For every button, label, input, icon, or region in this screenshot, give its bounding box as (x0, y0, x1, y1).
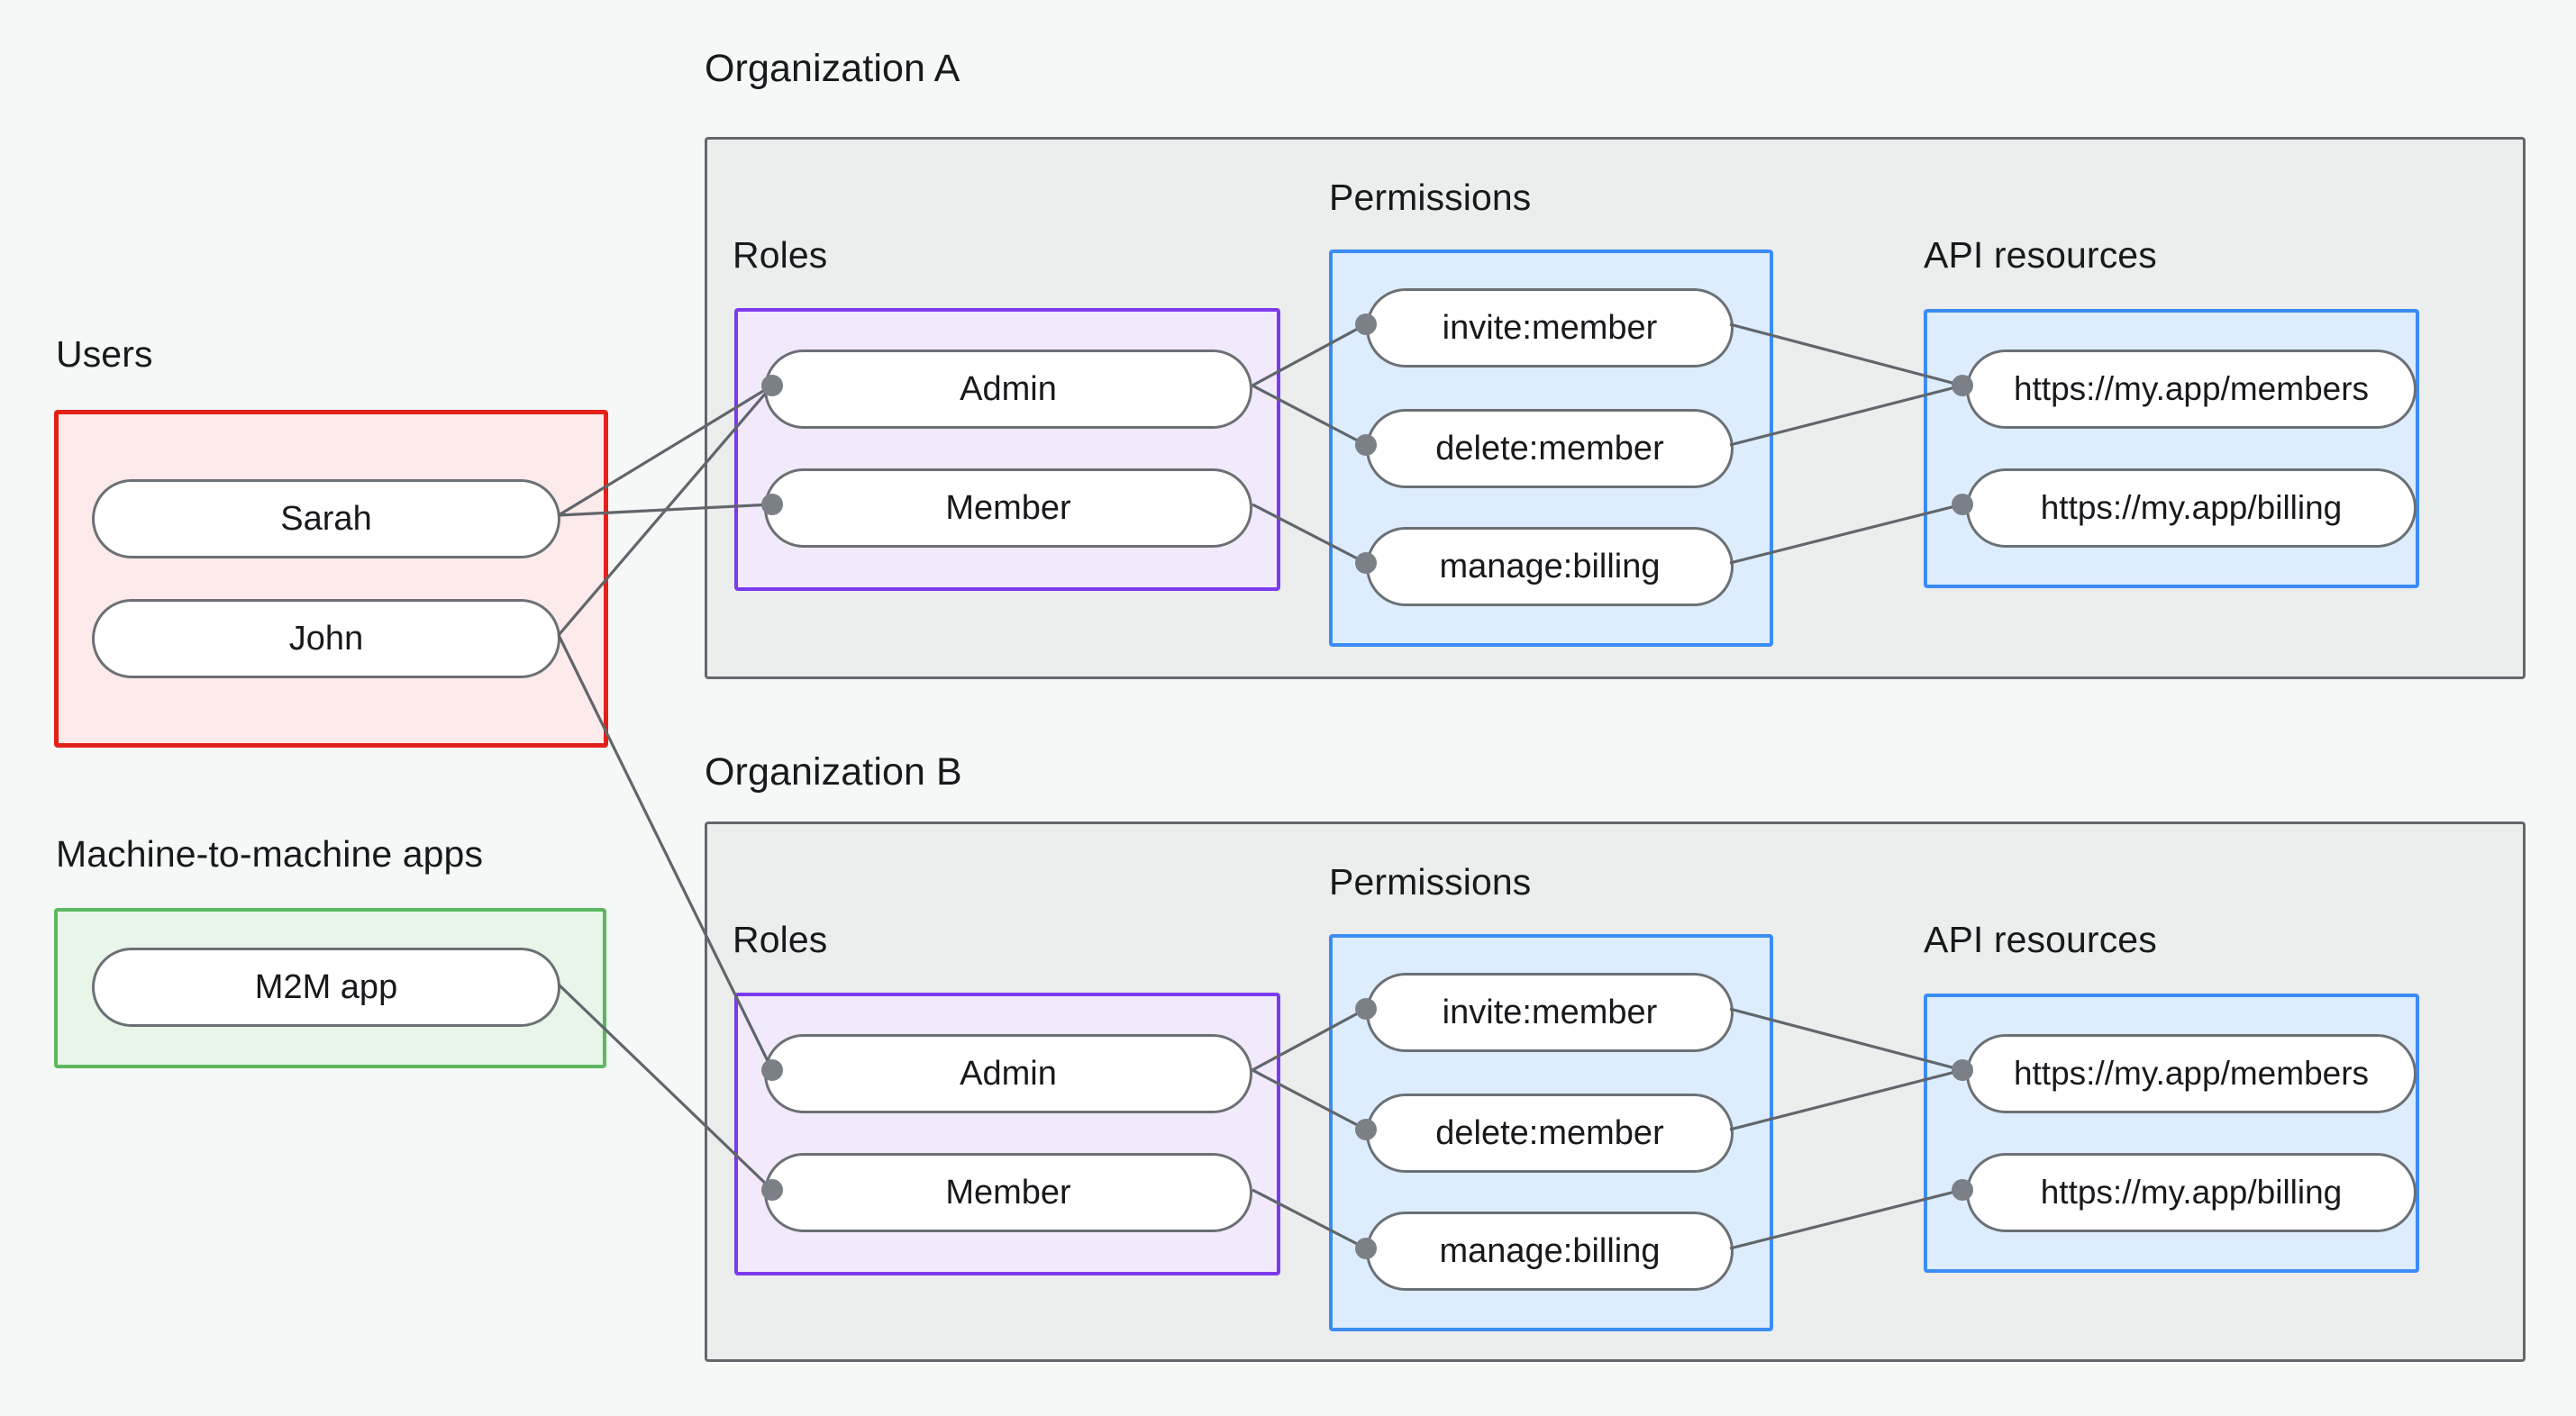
user-pill-sarah[interactable]: Sarah (92, 479, 560, 558)
org-a-permission-pill-manage-billing[interactable]: manage:billing (1366, 527, 1734, 606)
org-a-permissions-box: invite:member delete:member manage:billi… (1329, 250, 1773, 647)
organization-b-title: Organization B (705, 750, 962, 794)
org-a-api-pill-members[interactable]: https://my.app/members (1966, 349, 2417, 429)
user-pill-john[interactable]: John (92, 599, 560, 678)
m2m-group-box: M2M app (54, 908, 606, 1068)
org-b-role-pill-admin[interactable]: Admin (764, 1034, 1252, 1113)
organization-a-title: Organization A (705, 47, 960, 90)
org-a-roles-box: Admin Member (734, 308, 1280, 591)
org-a-permission-pill-delete-member[interactable]: delete:member (1366, 409, 1734, 488)
users-caption: Users (56, 333, 153, 375)
org-b-permission-pill-delete-member[interactable]: delete:member (1366, 1094, 1734, 1173)
org-b-api-resources-box: https://my.app/members https://my.app/bi… (1924, 994, 2419, 1273)
org-b-permission-pill-invite-member[interactable]: invite:member (1366, 973, 1734, 1052)
m2m-pill-app[interactable]: M2M app (92, 948, 560, 1027)
org-b-api-pill-members[interactable]: https://my.app/members (1966, 1034, 2417, 1113)
org-a-permissions-caption: Permissions (1329, 177, 1532, 218)
org-b-api-resources-caption: API resources (1924, 919, 2157, 960)
org-b-permissions-box: invite:member delete:member manage:billi… (1329, 934, 1773, 1331)
org-b-permissions-caption: Permissions (1329, 861, 1532, 903)
org-b-roles-box: Admin Member (734, 993, 1280, 1275)
org-b-permission-pill-manage-billing[interactable]: manage:billing (1366, 1212, 1734, 1291)
org-b-role-pill-member[interactable]: Member (764, 1153, 1252, 1232)
org-a-permission-pill-invite-member[interactable]: invite:member (1366, 288, 1734, 368)
m2m-caption: Machine-to-machine apps (56, 833, 484, 875)
users-group-box: Sarah John (54, 410, 608, 748)
org-a-role-pill-member[interactable]: Member (764, 468, 1252, 548)
org-a-role-pill-admin[interactable]: Admin (764, 349, 1252, 429)
org-a-api-resources-box: https://my.app/members https://my.app/bi… (1924, 309, 2419, 588)
org-a-api-resources-caption: API resources (1924, 234, 2157, 276)
org-b-roles-caption: Roles (733, 919, 828, 960)
org-a-api-pill-billing[interactable]: https://my.app/billing (1966, 468, 2417, 548)
org-a-roles-caption: Roles (733, 234, 828, 276)
org-b-api-pill-billing[interactable]: https://my.app/billing (1966, 1153, 2417, 1232)
